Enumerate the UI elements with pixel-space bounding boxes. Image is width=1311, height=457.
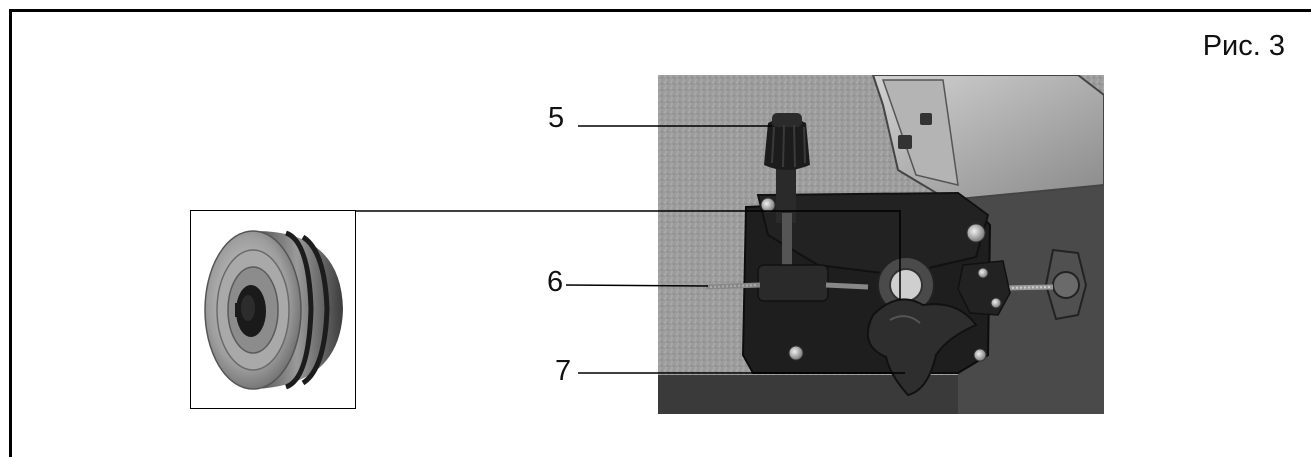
callout-7: 7 (555, 355, 572, 387)
figure-frame (9, 9, 1311, 457)
callout-6: 6 (547, 266, 564, 298)
callout-5: 5 (548, 102, 565, 134)
wire-feeder-illustration (658, 74, 1105, 414)
roller-inset-photo (190, 210, 356, 409)
drive-roller-illustration (204, 230, 343, 390)
wire-feeder-photo (658, 74, 1105, 414)
figure-label: Рис. 3 (1202, 30, 1285, 62)
